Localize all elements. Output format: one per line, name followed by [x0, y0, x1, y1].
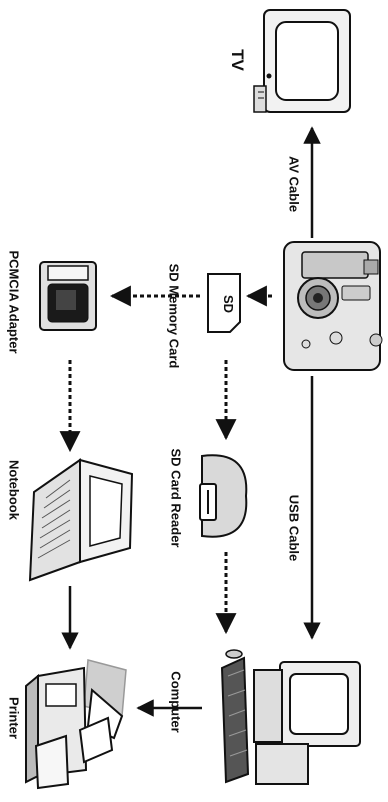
printer-icon [18, 646, 136, 792]
pcmcia-adapter-icon [36, 258, 100, 334]
computer-label: Computer [169, 671, 184, 732]
svg-text:SD: SD [221, 295, 236, 313]
sd-memory-card-label: SD Memory Card [167, 264, 182, 369]
pcmcia-adapter-label: PCMCIA Adapter [7, 250, 22, 353]
desktop-computer-icon [214, 648, 366, 788]
tv-icon [250, 6, 354, 116]
tv-label: TV [227, 49, 247, 71]
av-cable-label: AV Cable [287, 156, 302, 212]
sd-memory-card-icon: SD [204, 270, 244, 336]
notebook-icon [20, 452, 144, 584]
sd-card-reader-label: SD Card Reader [169, 449, 184, 548]
printer-label: Printer [7, 697, 22, 739]
notebook-label: Notebook [7, 460, 22, 520]
usb-cable-label: USB Cable [287, 495, 302, 561]
sd-card-reader-icon [192, 446, 256, 546]
digital-camera-icon [276, 236, 384, 376]
